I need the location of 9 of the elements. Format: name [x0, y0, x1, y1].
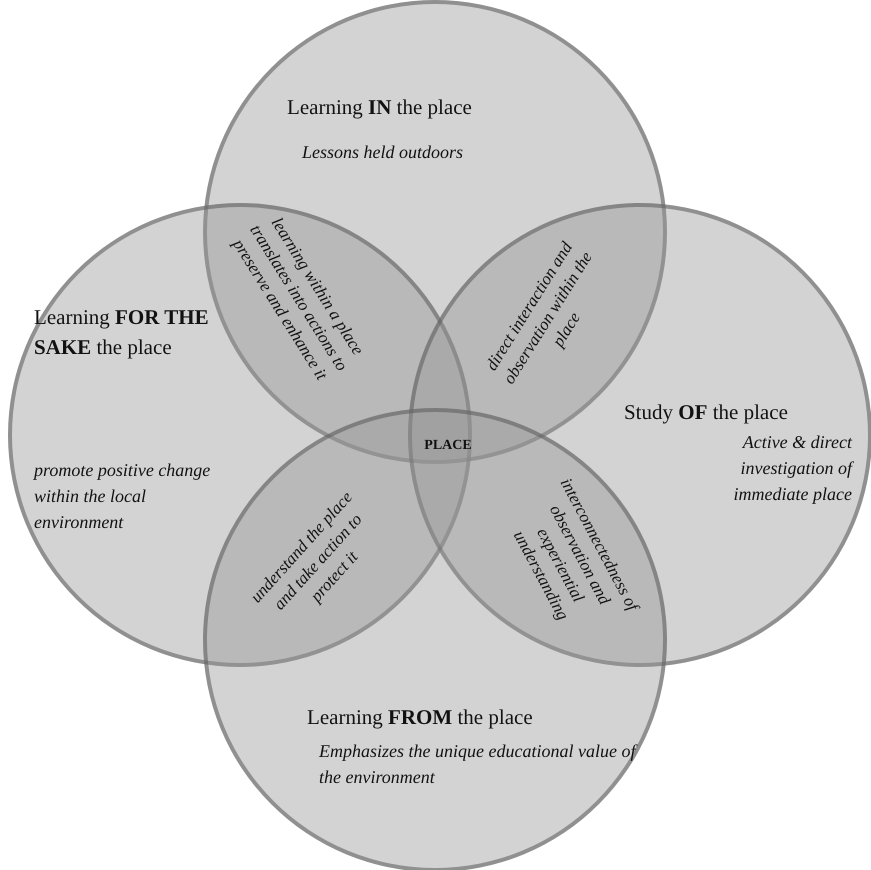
circle-heading: Learning FROM the place	[307, 704, 534, 731]
circle-description: promote positive change within the local environment	[34, 459, 212, 534]
circle-heading: Learning IN the place	[287, 94, 473, 121]
circle-heading: Learning FOR THE SAKE the place	[34, 304, 209, 361]
circle-description: Emphasizes the unique educational value of the environment	[319, 740, 638, 789]
circle-description: Lessons held outdoors	[302, 141, 464, 164]
circle-heading: Study OF the place	[624, 399, 789, 426]
center-label: PLACE	[423, 437, 473, 455]
circle-description: Active & direct investigation of immediate place	[732, 431, 852, 506]
